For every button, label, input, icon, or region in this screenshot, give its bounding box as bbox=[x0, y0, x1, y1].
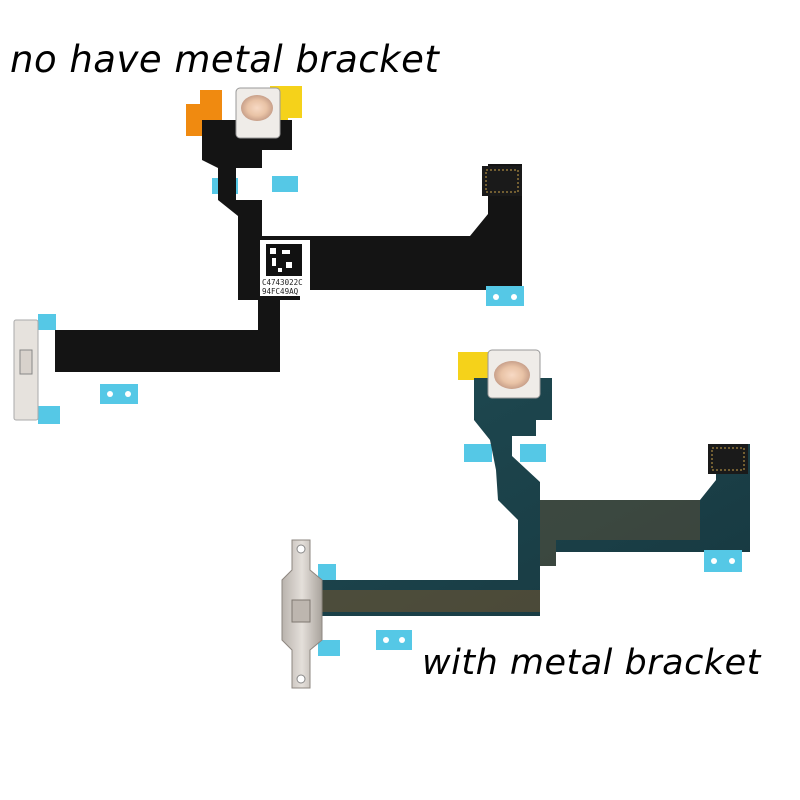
barcode-sticker: C4743022C 94FC49AQ bbox=[260, 240, 310, 296]
sticker-line-2: 94FC49AQ bbox=[262, 287, 299, 296]
caption-no-bracket: no have metal bracket bbox=[10, 38, 440, 81]
flash-led-icon bbox=[241, 95, 273, 121]
blue-mount-tab bbox=[38, 406, 60, 424]
caption-with-bracket: with metal bracket bbox=[422, 643, 761, 683]
blue-mount-tab bbox=[520, 444, 546, 462]
blue-mount-tab bbox=[38, 314, 56, 330]
blue-mount-tab bbox=[100, 384, 138, 404]
flex-cable-with-bracket bbox=[281, 349, 750, 689]
flash-led-icon bbox=[494, 361, 530, 389]
teal-flex-body bbox=[310, 378, 750, 616]
blue-mount-tab bbox=[376, 630, 412, 650]
sticker-line-1: C4743022C bbox=[262, 278, 303, 287]
blue-mount-tab bbox=[318, 564, 336, 580]
board-connector bbox=[708, 444, 748, 474]
blue-mount-tab bbox=[318, 640, 340, 656]
blue-mount-tab bbox=[272, 176, 298, 192]
yellow-tab bbox=[458, 352, 488, 380]
blue-mount-tab bbox=[704, 550, 742, 572]
blue-mount-tab bbox=[486, 286, 524, 306]
board-connector bbox=[482, 166, 522, 196]
flex-cable-no-bracket: C4743022C 94FC49AQ bbox=[13, 86, 524, 424]
blue-mount-tab bbox=[464, 444, 492, 462]
